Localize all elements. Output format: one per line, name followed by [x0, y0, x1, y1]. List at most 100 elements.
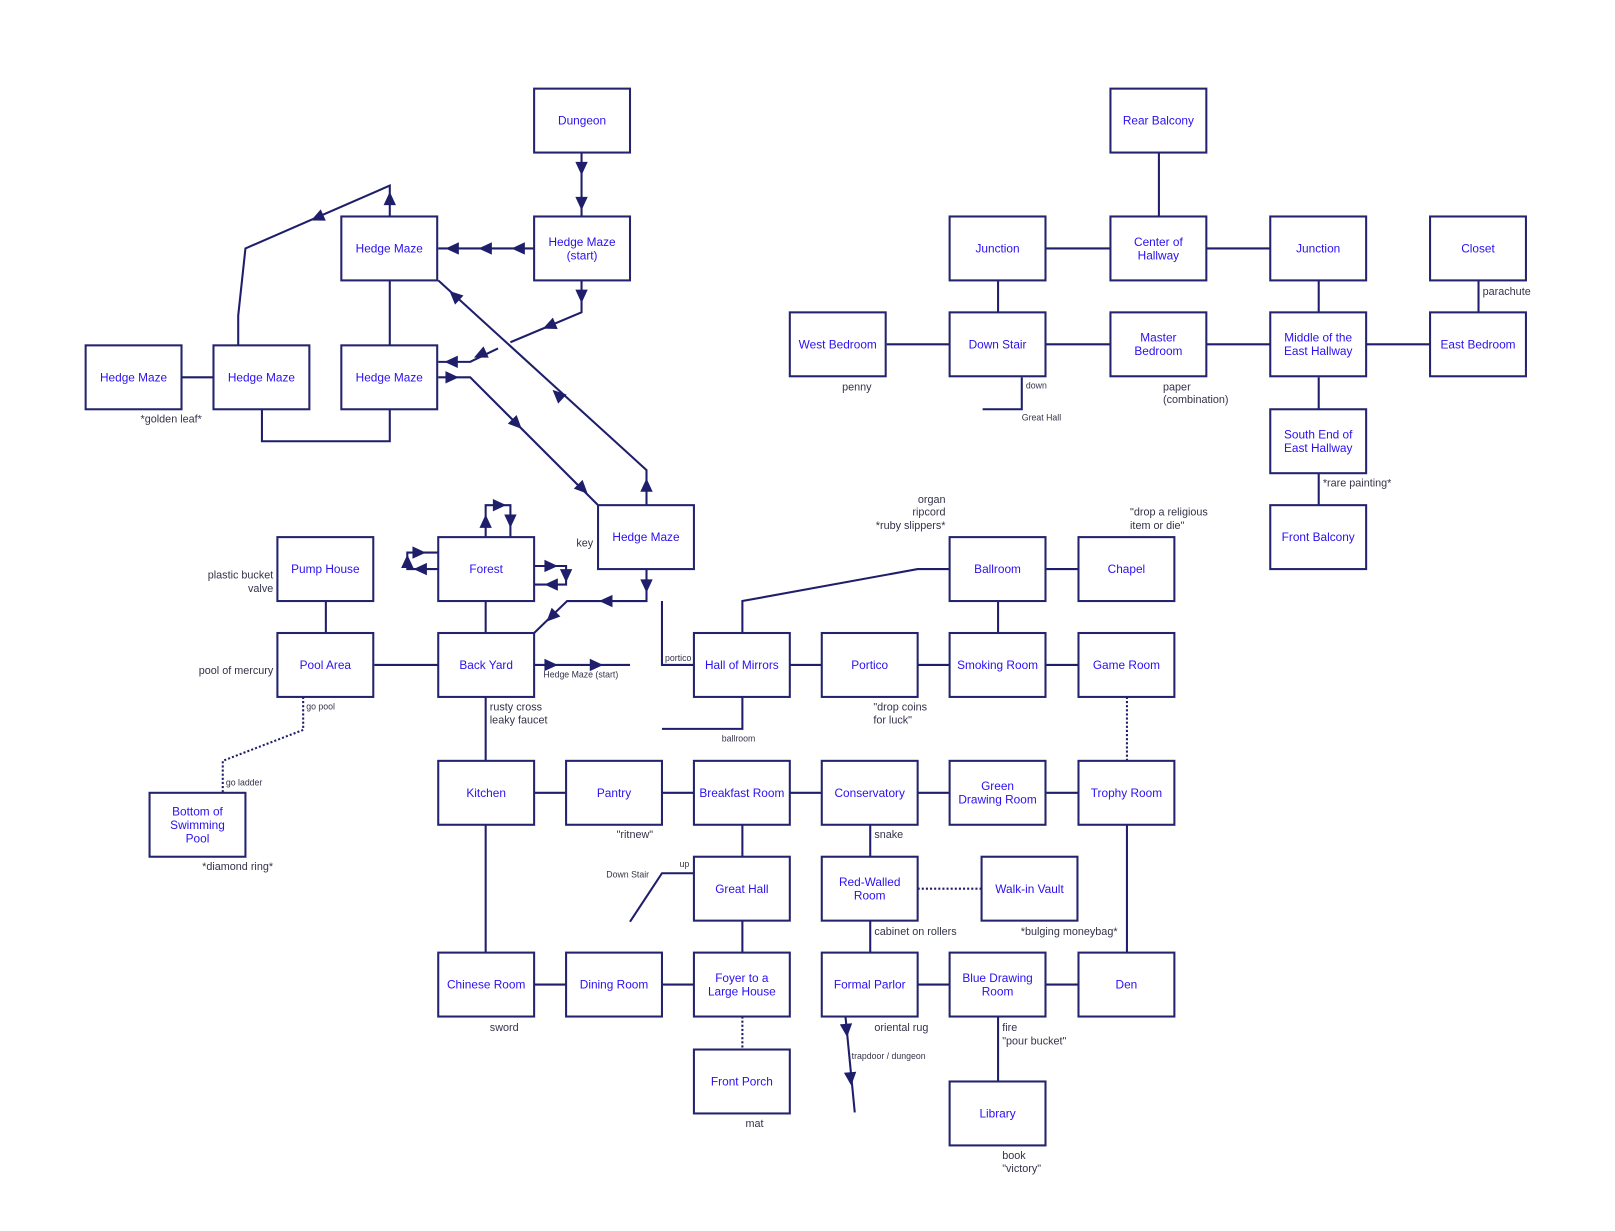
room-label: (start): [567, 248, 598, 262]
room-hedge-maze-c: Hedge Maze: [212, 344, 311, 411]
room-label: Library: [979, 1107, 1015, 1121]
note-pump-items: plastic bucket: [208, 569, 274, 581]
room-label: East Hallway: [1284, 344, 1353, 358]
room-box: [1109, 87, 1208, 154]
room-formal-parlor: Formal Parlor: [820, 951, 919, 1018]
room-box: [948, 311, 1047, 378]
arrowhead-icon: [511, 242, 525, 255]
arrowhead-icon: [575, 196, 588, 211]
connector: [660, 601, 694, 666]
room-east-bedroom: East Bedroom: [1429, 311, 1527, 378]
room-box: [948, 536, 1047, 603]
arrowhead-icon: [599, 594, 613, 608]
connector: [982, 377, 1023, 411]
room-box: [948, 759, 1047, 826]
room-west-bedroom: West Bedroom: [788, 311, 887, 378]
room-great-hall: Great Hall: [692, 855, 791, 922]
room-box: [276, 631, 375, 698]
note-ballroom-link: ballroom: [722, 733, 756, 743]
room-label: East Bedroom: [1440, 337, 1515, 351]
arrowhead-icon: [552, 389, 567, 404]
connector: [438, 376, 599, 506]
room-label: Breakfast Room: [699, 786, 784, 800]
room-box: [1269, 311, 1368, 378]
room-pump-house: Pump House: [276, 536, 375, 603]
room-label: Hedge Maze: [356, 242, 424, 256]
room-forest: Forest: [437, 536, 536, 603]
note-ballroom-items: *ruby slippers*: [876, 520, 947, 532]
note-cabinet: cabinet on rollers: [874, 926, 957, 938]
room-label: Pantry: [597, 786, 631, 800]
room-label: Junction: [1296, 242, 1340, 256]
note-backyard-items: leaky faucet: [490, 715, 548, 727]
room-label: Master: [1140, 331, 1176, 345]
note-ballroom-items: ripcord: [912, 506, 945, 518]
arrowhead-icon: [445, 371, 459, 384]
room-label: Blue Drawing: [962, 971, 1032, 985]
room-box: [820, 951, 919, 1018]
note-pool-of-mercury: pool of mercury: [199, 665, 274, 677]
room-box: [948, 631, 1047, 698]
note-pump-items: valve: [248, 583, 273, 595]
room-label: Conservatory: [834, 786, 905, 800]
room-box: [1077, 951, 1176, 1018]
room-front-balcony: Front Balcony: [1269, 504, 1368, 571]
connector: [661, 696, 744, 730]
note-fire: fire: [1002, 1022, 1017, 1034]
room-box: [948, 215, 1047, 282]
connector: [533, 569, 648, 634]
room-down-stair: Down Stair: [948, 311, 1047, 378]
arrowhead-icon: [444, 355, 458, 369]
room-box: [1269, 215, 1368, 282]
room-box: [533, 87, 632, 154]
room-box: [340, 344, 439, 411]
connector: [260, 409, 391, 443]
room-portico: Portico: [820, 631, 919, 698]
room-box: [1269, 504, 1368, 571]
room-chinese-room: Chinese Room: [437, 951, 536, 1018]
room-box: [565, 951, 663, 1018]
connector: [484, 504, 512, 538]
room-label: Bottom of: [172, 804, 223, 818]
room-box: [597, 504, 695, 571]
room-box: [437, 951, 536, 1018]
note-ballroom-items: organ: [918, 494, 946, 506]
note-chapel: "drop a religious: [1130, 506, 1208, 518]
arrowhead-icon: [559, 569, 573, 583]
arrowhead-icon: [492, 498, 507, 512]
note-down-stair-link: Down Stair: [606, 869, 649, 879]
note-go-pool: go pool: [306, 701, 335, 711]
room-conservatory: Conservatory: [820, 759, 919, 826]
room-label: Hallway: [1138, 248, 1180, 262]
room-hedge-maze-a: Hedge Maze: [340, 215, 439, 282]
room-label: Ballroom: [974, 562, 1021, 576]
room-box: [340, 215, 439, 282]
room-label: Trophy Room: [1091, 786, 1162, 800]
arrowhead-icon: [478, 242, 492, 255]
room-label: South End of: [1284, 428, 1353, 442]
arrows: [311, 161, 857, 1086]
room-label: Dungeon: [558, 114, 606, 128]
note-trapdoor: trapdoor / dungeon: [852, 1051, 926, 1061]
room-box: [1077, 759, 1176, 826]
room-smoking-room: Smoking Room: [948, 631, 1047, 698]
room-label: Back Yard: [459, 658, 513, 672]
room-dungeon: Dungeon: [533, 87, 632, 154]
room-box: [692, 951, 791, 1018]
note-paper: (combination): [1163, 394, 1229, 406]
room-box: [788, 311, 887, 378]
room-back-yard: Back Yard: [437, 631, 536, 698]
room-label: West Bedroom: [799, 337, 877, 351]
arrowhead-icon: [401, 554, 414, 569]
note-parachute: parachute: [1483, 286, 1531, 298]
connector: [741, 568, 950, 634]
room-box: [1429, 215, 1527, 282]
room-kitchen: Kitchen: [437, 759, 536, 826]
room-label: Walk-in Vault: [995, 882, 1064, 896]
room-pantry: Pantry: [565, 759, 663, 826]
arrowhead-icon: [843, 1071, 857, 1086]
connector: [510, 280, 583, 344]
